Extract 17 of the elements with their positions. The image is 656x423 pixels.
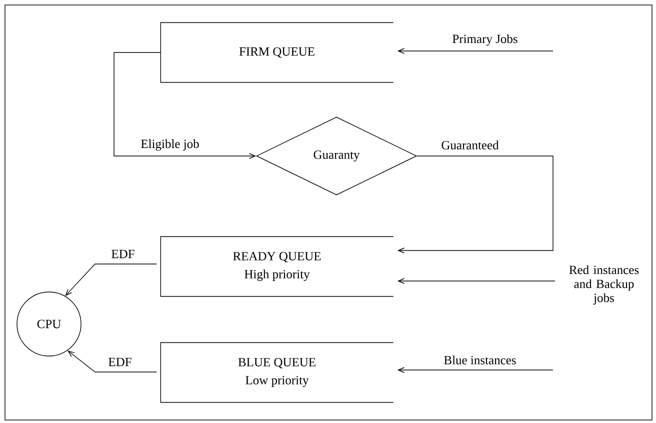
edge-label: Guaranteed — [440, 140, 500, 150]
edge-label: Blue instances — [442, 354, 518, 366]
arrow — [397, 156, 554, 254]
queue-box: READY QUEUE High priority — [160, 236, 394, 297]
edge-label: Primary Jobs — [451, 33, 519, 47]
edge-label: EDF — [107, 356, 133, 368]
arrow — [68, 350, 157, 372]
arrow — [397, 278, 556, 284]
queue-box: FIRM QUEUE — [160, 22, 394, 83]
edge-label: Red instances and Backup jobs — [567, 264, 641, 306]
queue-box: BLUE QUEUE Low priority — [160, 342, 394, 403]
arrow — [114, 52, 256, 159]
edge-label: Eligible job — [140, 138, 200, 152]
edge-label: EDF — [110, 248, 136, 260]
arrow — [397, 48, 554, 54]
arrow — [65, 264, 157, 296]
arrow — [397, 367, 554, 373]
